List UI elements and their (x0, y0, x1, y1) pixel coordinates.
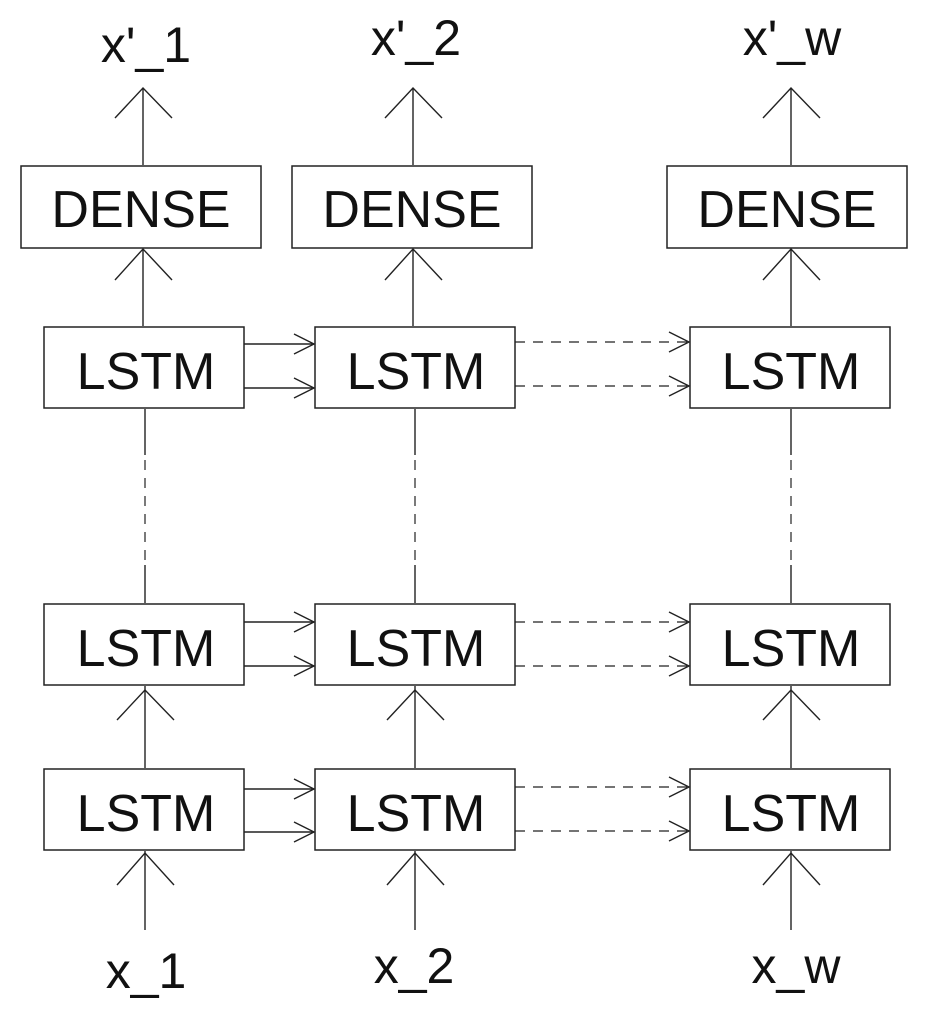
arrow-mid-state-1-2 (244, 611, 316, 677)
lstm-bottom-label-1: LSTM (77, 785, 216, 843)
lstm-mid-label-w: LSTM (722, 620, 861, 678)
arrow-bottom-state-1-2 (244, 778, 316, 843)
lstm-bottom-w: LSTM (689, 768, 891, 851)
arrow-lstm-to-dense-w (762, 247, 821, 326)
arrow-bottom-state-2-w (515, 776, 691, 842)
lstm-mid-2: LSTM (314, 603, 516, 686)
lstm-mid-label-1: LSTM (77, 620, 216, 678)
dense-label-2: DENSE (322, 181, 501, 239)
output-label-w: x'_w (743, 10, 842, 66)
lstm-top-2: LSTM (314, 326, 516, 409)
arrow-top-state-1-2 (244, 333, 316, 399)
dense-box-1: DENSE (20, 165, 262, 249)
input-label-w: x_w (752, 938, 842, 994)
output-label-1: x'_1 (101, 17, 191, 73)
arrow-bottom-to-mid-2 (386, 686, 445, 768)
lstm-top-label-2: LSTM (347, 343, 486, 401)
lstm-mid-1: LSTM (43, 603, 245, 686)
dense-label-1: DENSE (51, 181, 230, 239)
arrow-bottom-to-mid-1 (116, 686, 175, 768)
lstm-top-w: LSTM (689, 326, 891, 409)
arrow-lstm-to-dense-1 (114, 247, 173, 326)
input-label-1: x_1 (106, 943, 187, 999)
dense-label-w: DENSE (697, 181, 876, 239)
lstm-bottom-label-w: LSTM (722, 785, 861, 843)
lstm-bottom-2: LSTM (314, 768, 516, 851)
input-label-2: x_2 (374, 938, 455, 994)
lstm-bottom-label-2: LSTM (347, 785, 486, 843)
dense-box-w: DENSE (666, 165, 908, 249)
arrow-input-1 (116, 851, 175, 930)
arrow-input-2 (386, 851, 445, 930)
lstm-mid-label-2: LSTM (347, 620, 486, 678)
arrow-dense-to-output-1 (114, 86, 173, 165)
arrow-lstm-to-dense-2 (384, 247, 443, 326)
lstm-mid-w: LSTM (689, 603, 891, 686)
arrow-dense-to-output-2 (384, 86, 443, 165)
lstm-bottom-1: LSTM (43, 768, 245, 851)
arrow-input-w (762, 851, 821, 930)
arrow-top-state-2-w (515, 331, 691, 397)
output-label-2: x'_2 (371, 10, 461, 66)
arrow-mid-state-2-w (515, 611, 691, 677)
arrow-bottom-to-mid-w (762, 686, 821, 768)
lstm-top-label-w: LSTM (722, 343, 861, 401)
arrow-dense-to-output-w (762, 86, 821, 165)
dense-box-2: DENSE (291, 165, 533, 249)
lstm-top-1: LSTM (43, 326, 245, 409)
lstm-top-label-1: LSTM (77, 343, 216, 401)
